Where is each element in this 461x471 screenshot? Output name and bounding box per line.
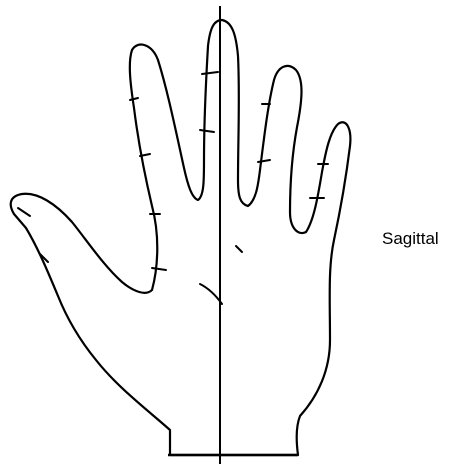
hand-outline [11, 20, 351, 455]
finger-creases [18, 72, 328, 304]
plane-label: Sagittal [382, 230, 439, 247]
